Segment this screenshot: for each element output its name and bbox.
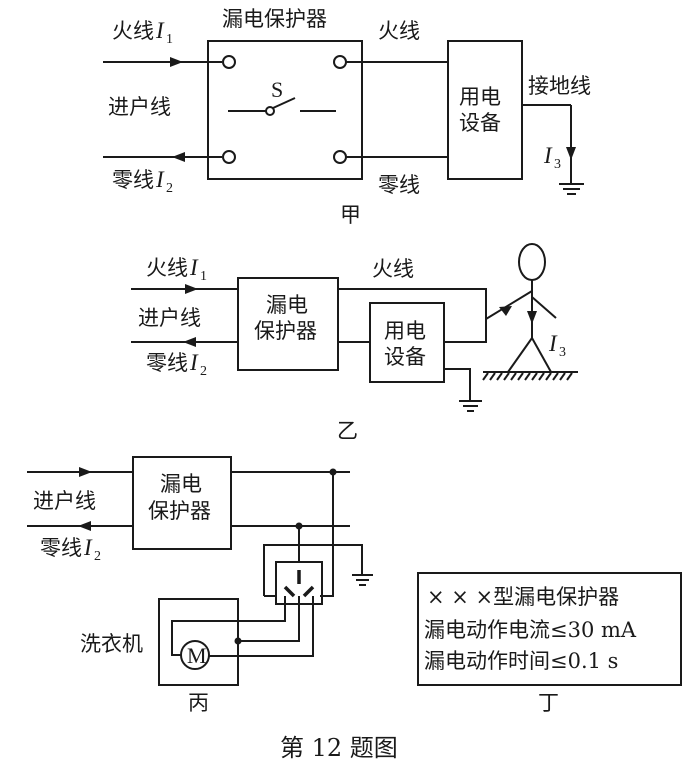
jia-live-in-arrow-icon xyxy=(170,57,183,67)
yi-panel-label: 乙 xyxy=(337,419,358,443)
yi-live-in-arrow-icon xyxy=(185,284,198,294)
jia-terminal-live-in xyxy=(222,55,236,69)
bing-live-drop xyxy=(320,472,334,597)
bing-ground-icon xyxy=(352,574,373,586)
jia-ground-label: 接地线 xyxy=(528,74,591,98)
jia-neutral-in-current: I xyxy=(155,167,165,192)
bing-incoming-label: 进户线 xyxy=(33,489,96,513)
jia-protector-box xyxy=(207,40,363,180)
jia-neutral-in-arrow-icon xyxy=(172,152,185,162)
ding-spec-box xyxy=(417,572,682,686)
hatch-mark xyxy=(531,372,538,381)
jia-ground-current: I xyxy=(543,143,553,168)
hatch-mark xyxy=(538,372,545,381)
jia-switch-blade xyxy=(272,97,296,109)
jia-ground-icon xyxy=(559,183,584,195)
yi-person-sub: 3 xyxy=(559,345,566,360)
yi-device-line2: 设备 xyxy=(384,345,426,369)
panel-ding: × × ×型漏电保护器 漏电动作电流≤30 mA 漏电动作时间≤0.1 s 丁 xyxy=(417,572,682,715)
earth-ground-hatch-icon xyxy=(482,371,578,381)
yi-body-current-arrow-icon xyxy=(527,311,537,324)
yi-device-line1: 用电 xyxy=(384,319,426,343)
ding-panel-label: 丁 xyxy=(538,691,559,715)
yi-live-in-current: I xyxy=(189,255,199,280)
jia-switch-pivot xyxy=(265,106,275,116)
bing-neutral-in-arrow-icon xyxy=(78,521,91,531)
yi-live-out-label: 火线 xyxy=(372,257,414,281)
jia-live-in-label: 火线 xyxy=(112,19,154,43)
hatch-mark xyxy=(510,372,517,381)
jia-device-box xyxy=(447,40,523,180)
jia-switch-label: S xyxy=(271,77,283,102)
yi-protector-line2: 保护器 xyxy=(254,319,317,343)
yi-touch-arrow-icon xyxy=(499,306,512,316)
jia-neutral-in-sub: 2 xyxy=(166,181,173,196)
bing-protector-line2: 保护器 xyxy=(148,499,211,523)
bing-washer-wire-ground xyxy=(171,596,286,656)
jia-terminal-live-out xyxy=(333,55,347,69)
person-figure-icon xyxy=(485,243,557,373)
jia-ground-arrow-icon xyxy=(566,147,576,160)
yi-live-out-wire xyxy=(338,288,487,320)
yi-neutral-in-arrow-icon xyxy=(183,337,196,347)
jia-protector-title: 漏电保护器 xyxy=(222,7,327,31)
bing-ground-loop xyxy=(263,544,363,596)
jia-live-in-sub: 1 xyxy=(166,32,173,47)
yi-live-in-label: 火线 xyxy=(146,256,188,280)
bing-washer-wire-live xyxy=(209,596,314,657)
jia-terminal-neutral-in xyxy=(222,150,236,164)
hatch-mark xyxy=(552,372,559,381)
hatch-mark xyxy=(517,372,524,381)
panel-yi: 火线 I 1 进户线 零线 I 2 漏电 保护器 火线 用电 设备 xyxy=(131,243,578,443)
yi-ground-icon xyxy=(459,400,482,412)
jia-incoming-label: 进户线 xyxy=(108,95,171,119)
ding-spec-line-3: 漏电动作时间≤0.1 s xyxy=(424,649,618,673)
ding-spec-line-2: 漏电动作电流≤30 mA xyxy=(424,618,637,642)
panel-bing: 进户线 零线 I 2 漏电 保护器 xyxy=(27,456,373,715)
jia-device-line2: 设备 xyxy=(459,111,501,135)
jia-terminal-neutral-out xyxy=(333,150,347,164)
bing-washer-wire-neutral xyxy=(238,596,300,642)
ding-spec-line-1: × × ×型漏电保护器 xyxy=(427,585,619,609)
yi-person-current: I xyxy=(548,331,558,356)
figure-caption: 第 12 题图 xyxy=(280,734,398,762)
jia-device-line1: 用电 xyxy=(459,85,501,109)
yi-neutral-in-label: 零线 xyxy=(146,351,188,375)
yi-neutral-in-current: I xyxy=(189,350,199,375)
bing-panel-label: 丙 xyxy=(188,691,209,715)
jia-live-out-label: 火线 xyxy=(378,19,420,43)
bing-motor-symbol: M xyxy=(187,643,207,668)
three-pin-socket-icon xyxy=(283,570,315,598)
jia-live-in-current: I xyxy=(155,18,165,43)
hatch-mark xyxy=(503,372,510,381)
yi-protector-box xyxy=(237,277,339,371)
bing-neutral-in-sub: 2 xyxy=(94,549,101,564)
hatch-mark xyxy=(524,372,531,381)
bing-protector-box xyxy=(132,456,232,550)
jia-neutral-in-label: 零线 xyxy=(112,168,154,192)
jia-ground-sub: 3 xyxy=(554,157,561,172)
jia-neutral-out-label: 零线 xyxy=(378,173,420,197)
yi-protector-line1: 漏电 xyxy=(266,293,308,317)
yi-live-in-sub: 1 xyxy=(200,269,207,284)
jia-panel-label: 甲 xyxy=(340,203,361,227)
bing-neutral-in-label: 零线 xyxy=(40,536,82,560)
bing-protector-line1: 漏电 xyxy=(160,472,202,496)
panel-jia: 火线 I 1 漏电保护器 进户线 S 零线 I 2 火线 零线 用电 设备 xyxy=(103,7,591,227)
hatch-mark xyxy=(489,372,496,381)
hatch-mark xyxy=(559,372,566,381)
hatch-mark xyxy=(545,372,552,381)
bing-neutral-in-current: I xyxy=(83,535,93,560)
yi-neutral-in-sub: 2 xyxy=(200,364,207,379)
yi-incoming-label: 进户线 xyxy=(138,306,201,330)
yi-device-live-wire xyxy=(444,320,487,343)
bing-case-junction xyxy=(234,637,242,645)
bing-live-in-arrow-icon xyxy=(79,467,92,477)
hatch-mark xyxy=(566,372,573,381)
hatch-mark xyxy=(482,372,489,381)
bing-washer-label: 洗衣机 xyxy=(80,632,143,656)
hatch-mark xyxy=(496,372,503,381)
yi-device-ground-wire xyxy=(444,368,471,400)
